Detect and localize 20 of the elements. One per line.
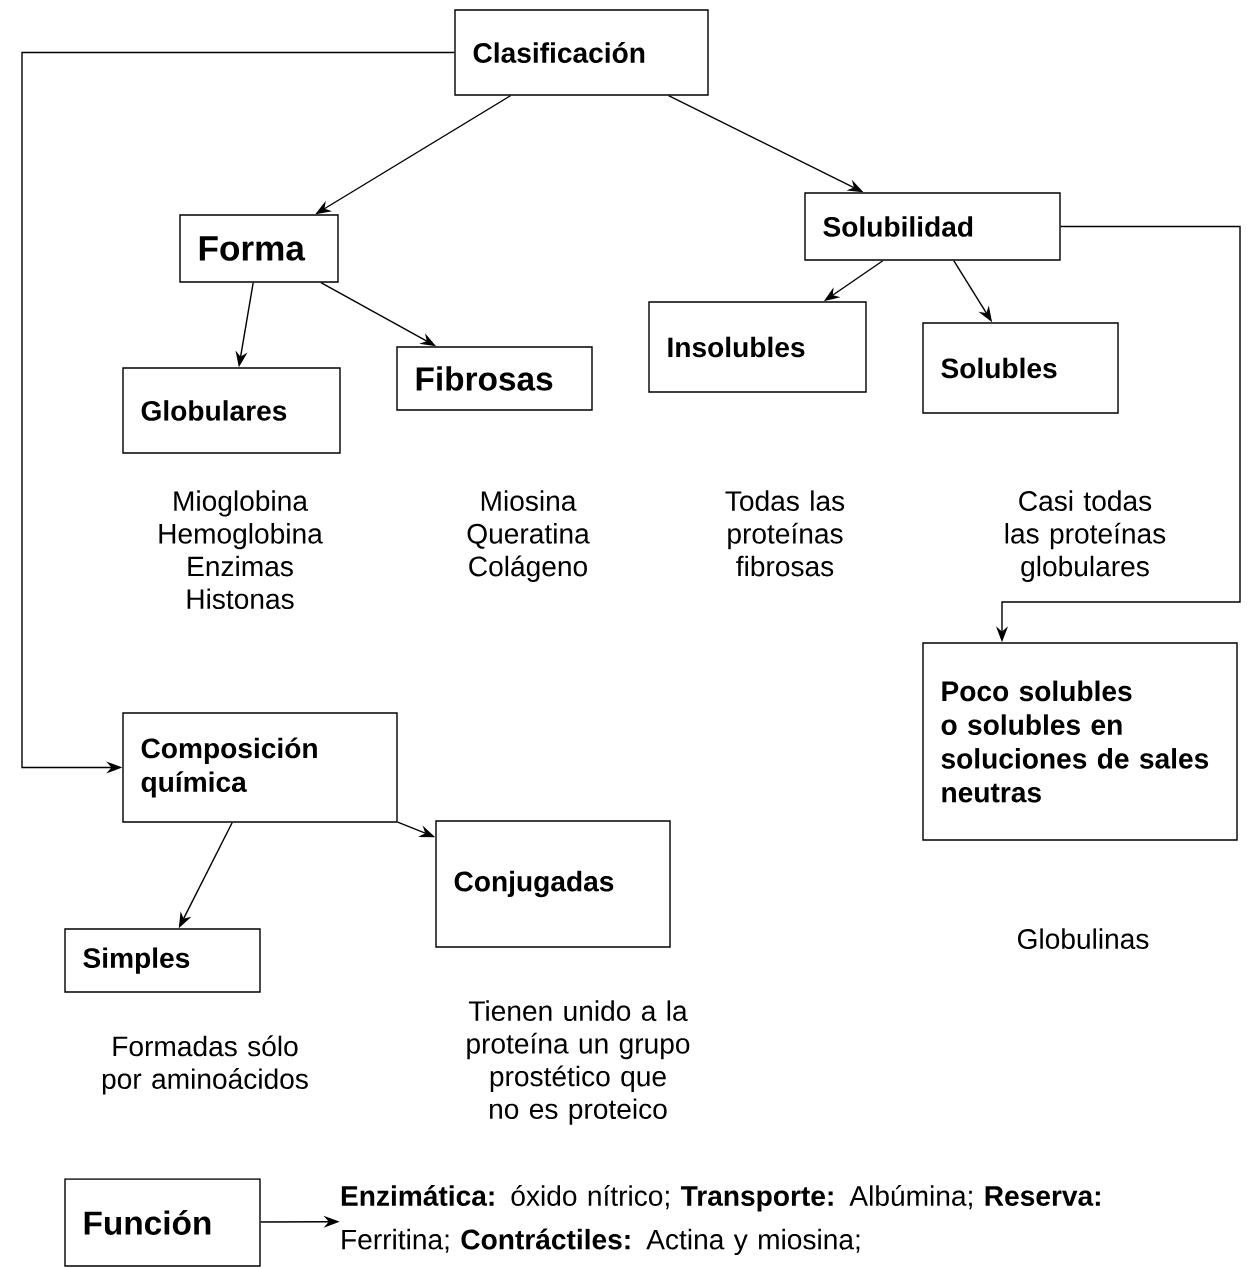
concept-box: Composición química — [122, 712, 398, 823]
function-list-text: Enzimática: óxido nítrico; Transporte: Albúmina; Reserva: Ferritina; Contráctiles: Actina y miosina; — [341, 1184, 1100, 1256]
caption-text: Casi todas las proteínas globulares — [1005, 490, 1166, 582]
caption-text: Tienen unido a la proteína un grupo prostético que no es proteico — [467, 1000, 690, 1125]
concept-box: Poco solubles o solubles en soluciones de sales neutras — [922, 642, 1238, 841]
caption-text: Todas las proteínas fibrosas — [725, 490, 845, 577]
concept-box: Forma — [179, 214, 339, 283]
concept-box: Simples — [64, 928, 261, 993]
concept-box: Fibrosas — [396, 346, 593, 411]
concept-box: Globulares — [122, 367, 341, 454]
concept-box: Función — [64, 1178, 261, 1267]
caption-text: Formadas sólo por aminoácidos — [102, 1035, 308, 1095]
concept-box: Insolubles — [648, 301, 867, 393]
caption-text: Globulinas — [1018, 928, 1149, 949]
concept-box: Solubles — [922, 322, 1119, 414]
concept-box: Clasificación — [454, 9, 709, 96]
concept-box: Solubilidad — [804, 192, 1061, 261]
concept-box: Conjugadas — [435, 820, 671, 948]
caption-text: Mioglobina Hemoglobina Enzimas Histonas — [159, 490, 323, 610]
caption-text: Miosina Queratina Colágeno — [467, 490, 590, 582]
